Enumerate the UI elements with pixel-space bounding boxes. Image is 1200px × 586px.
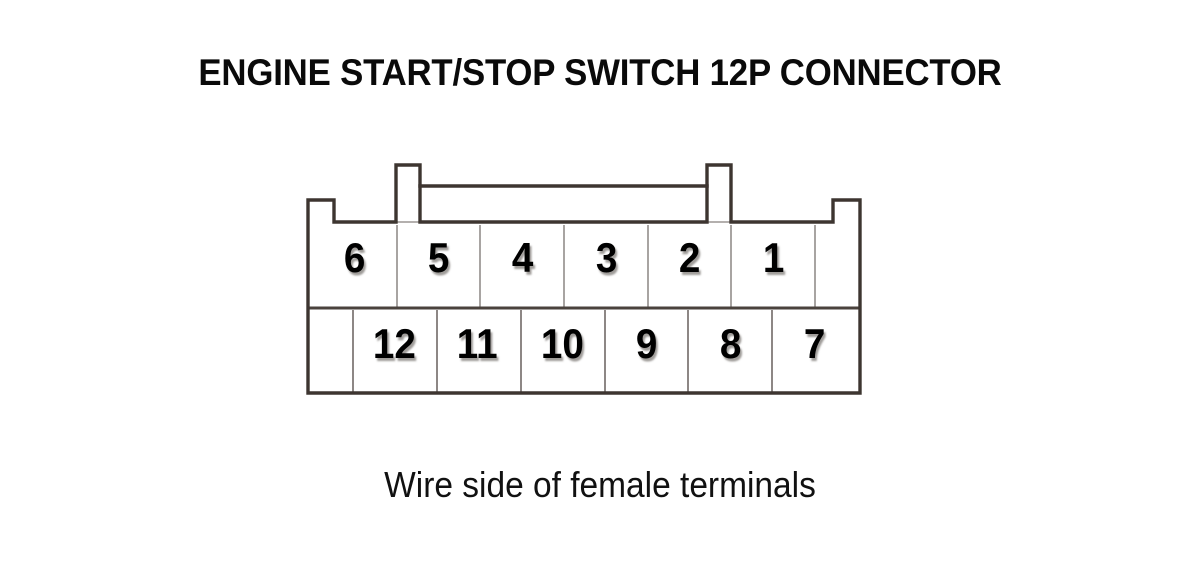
pin-label-3: 3 [595,234,618,281]
page-title: ENGINE START/STOP SWITCH 12P CONNECTOR [198,52,1002,93]
pin-label-7: 7 [803,320,826,367]
pin-label-12: 12 [372,320,416,367]
diagram-caption: Wire side of female terminals [384,464,816,505]
pin-label-5: 5 [427,234,450,281]
pin-label-2: 2 [678,234,701,281]
pin-label-8: 8 [719,320,742,367]
connector-diagram: 6 5 4 3 2 1 12 11 10 9 8 7 [305,163,863,396]
pin-label-9: 9 [635,320,658,367]
pin-label-6: 6 [343,234,366,281]
connector-outline-path [306,163,862,395]
top-row-dividers [396,225,816,308]
pin-label-11: 11 [456,320,498,367]
connector-outline-svg [306,163,862,395]
pin-label-1: 1 [762,234,785,281]
pin-label-4: 4 [511,234,534,281]
bottom-row-dividers [352,310,773,392]
pin-label-10: 10 [540,320,584,367]
